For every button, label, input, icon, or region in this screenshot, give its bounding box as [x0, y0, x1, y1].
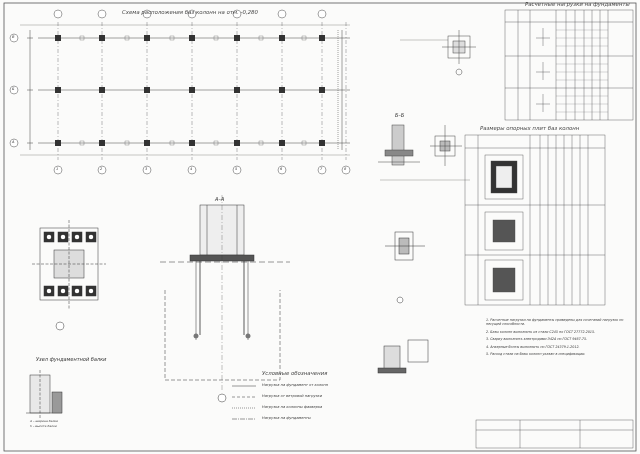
section-bb-title: Б–Б: [395, 113, 405, 119]
section-aa: [160, 195, 290, 403]
title-block: [475, 419, 634, 449]
axis-label-col: 7: [320, 167, 323, 171]
note-item: 2. Базы колонн выполнить из стали С245 п…: [486, 329, 596, 334]
axis-label-col: 3: [145, 167, 148, 171]
axis-label-row: А: [12, 140, 15, 144]
base-plate-plan: [32, 220, 106, 331]
column-plan-title: Схема расположения баз колонн на отм. -0…: [122, 10, 258, 16]
sheet-frame: [3, 2, 637, 452]
axis-label-col: 1: [56, 167, 59, 171]
axis-label-col: 4: [190, 167, 193, 171]
beam-note: h – высота балки: [30, 424, 57, 428]
legend-item: Нагрузка на фундаменты: [262, 416, 311, 420]
legend-item: Нагрузка на фундамент от колонн: [262, 383, 329, 387]
legend-item: Нагрузка на колонны фахверка: [262, 405, 323, 409]
note-item: 1. Расчетные нагрузки на фундаменты прив…: [486, 318, 624, 327]
plates-table: [464, 134, 606, 306]
beam-note: А – ширина балки: [30, 419, 59, 423]
note-item: 4. Анкерные болты выполнить по ГОСТ 2437…: [486, 344, 580, 349]
axis-label-row: Б: [12, 87, 15, 91]
foundation-beam-node: [26, 370, 63, 418]
beam-node-title: Узел фундаментной балки: [36, 357, 107, 363]
axis-label-col: 6: [280, 167, 283, 171]
legend-lines: [232, 385, 256, 420]
legend-title: Условные обозначения: [262, 371, 328, 377]
axis-label-col: 2: [100, 167, 103, 171]
plates-table-title: Размеры опорных плит баз колонн: [480, 126, 580, 132]
axis-label-col: 5: [235, 167, 238, 171]
note-item: 5. Расход стали на базы колонн указан в …: [486, 352, 586, 357]
section-aa-title: А–А: [215, 197, 225, 203]
base-detail-top: [400, 30, 476, 76]
loads-table-title: Расчетные нагрузки на фундаменты: [525, 2, 630, 8]
axis-label-row: В: [12, 35, 15, 39]
note-item: 3. Сварку выполнить электродами Э42А по …: [486, 337, 588, 342]
loads-table: [504, 9, 634, 121]
axis-label-col: 8: [344, 167, 347, 171]
column-layout-plan: [9, 9, 351, 175]
section-bb-detail: [378, 124, 470, 181]
anchor-details: [377, 231, 429, 374]
legend-item: Нагрузка от ветровой нагрузки: [262, 394, 323, 398]
general-notes: 1. Расчетные нагрузки на фундаменты прив…: [486, 318, 624, 359]
